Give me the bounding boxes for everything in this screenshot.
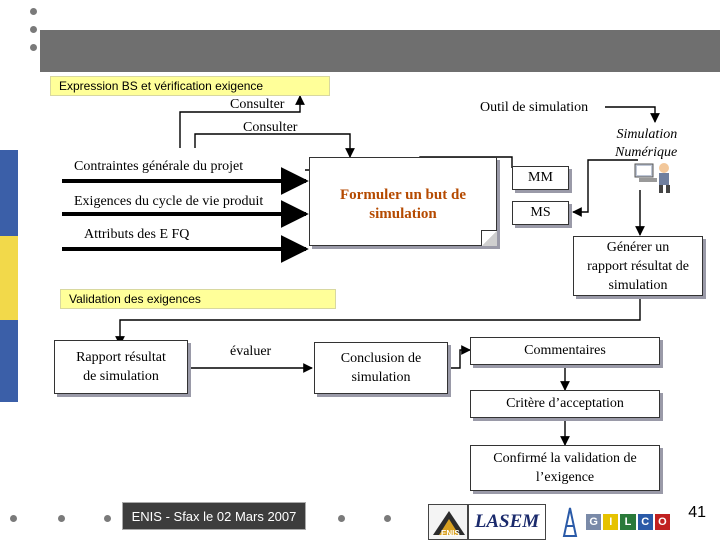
- ms-box: MS: [512, 201, 569, 225]
- outil-label: Outil de simulation: [480, 100, 589, 115]
- dot-decoration: [384, 515, 391, 522]
- commentaires-box: Commentaires: [470, 337, 660, 365]
- dot-decoration: [104, 515, 111, 522]
- exigences-label: Exigences du cycle de vie produit: [74, 194, 264, 209]
- side-bar-yellow: [0, 236, 18, 320]
- expression-banner: Expression BS et vérification exigence: [50, 76, 330, 96]
- top-bar: [40, 30, 720, 72]
- dot-decoration: [10, 515, 17, 522]
- lasem-logo: LASEM: [468, 504, 546, 540]
- simulation-numerique-label: Simulation Numérique: [615, 127, 678, 160]
- dot-decoration: [30, 8, 37, 15]
- side-bar-blue-top: [0, 150, 18, 236]
- consulter-label-1: Consulter: [230, 97, 285, 112]
- confirme-box: Confirmé la validation de l’exigence: [470, 445, 660, 491]
- formuler-note: Formuler un but de simulation: [309, 157, 497, 246]
- dot-decoration: [58, 515, 65, 522]
- dot-decoration: [338, 515, 345, 522]
- dot-decoration: [30, 26, 37, 33]
- enis-logo: ENIS: [428, 504, 468, 540]
- note-fold: [481, 230, 497, 246]
- side-bar-blue-bottom: [0, 320, 18, 402]
- rapport-resultat-box: Rapport résultat de simulation: [54, 340, 188, 394]
- validation-banner: Validation des exigences: [60, 289, 336, 309]
- conclusion-box: Conclusion de simulation: [314, 342, 448, 394]
- user-computer-icon: [633, 160, 677, 194]
- critere-box: Critère d’acceptation: [470, 390, 660, 418]
- gilco-logo: G I L C O: [586, 508, 671, 536]
- generer-rapport-box: Générer un rapport résultat de simulatio…: [573, 236, 703, 296]
- footer-date: ENIS - Sfax le 02 Mars 2007: [122, 502, 306, 530]
- dot-decoration: [30, 44, 37, 51]
- consulter-label-2: Consulter: [243, 120, 298, 135]
- evaluer-label: évaluer: [230, 344, 272, 359]
- tower-logo-icon: [560, 506, 580, 538]
- contraintes-label: Contraintes générale du projet: [74, 159, 244, 174]
- page-number: 41: [688, 504, 706, 521]
- attributs-label: Attributs des E FQ: [84, 227, 190, 242]
- mm-box: MM: [512, 166, 569, 190]
